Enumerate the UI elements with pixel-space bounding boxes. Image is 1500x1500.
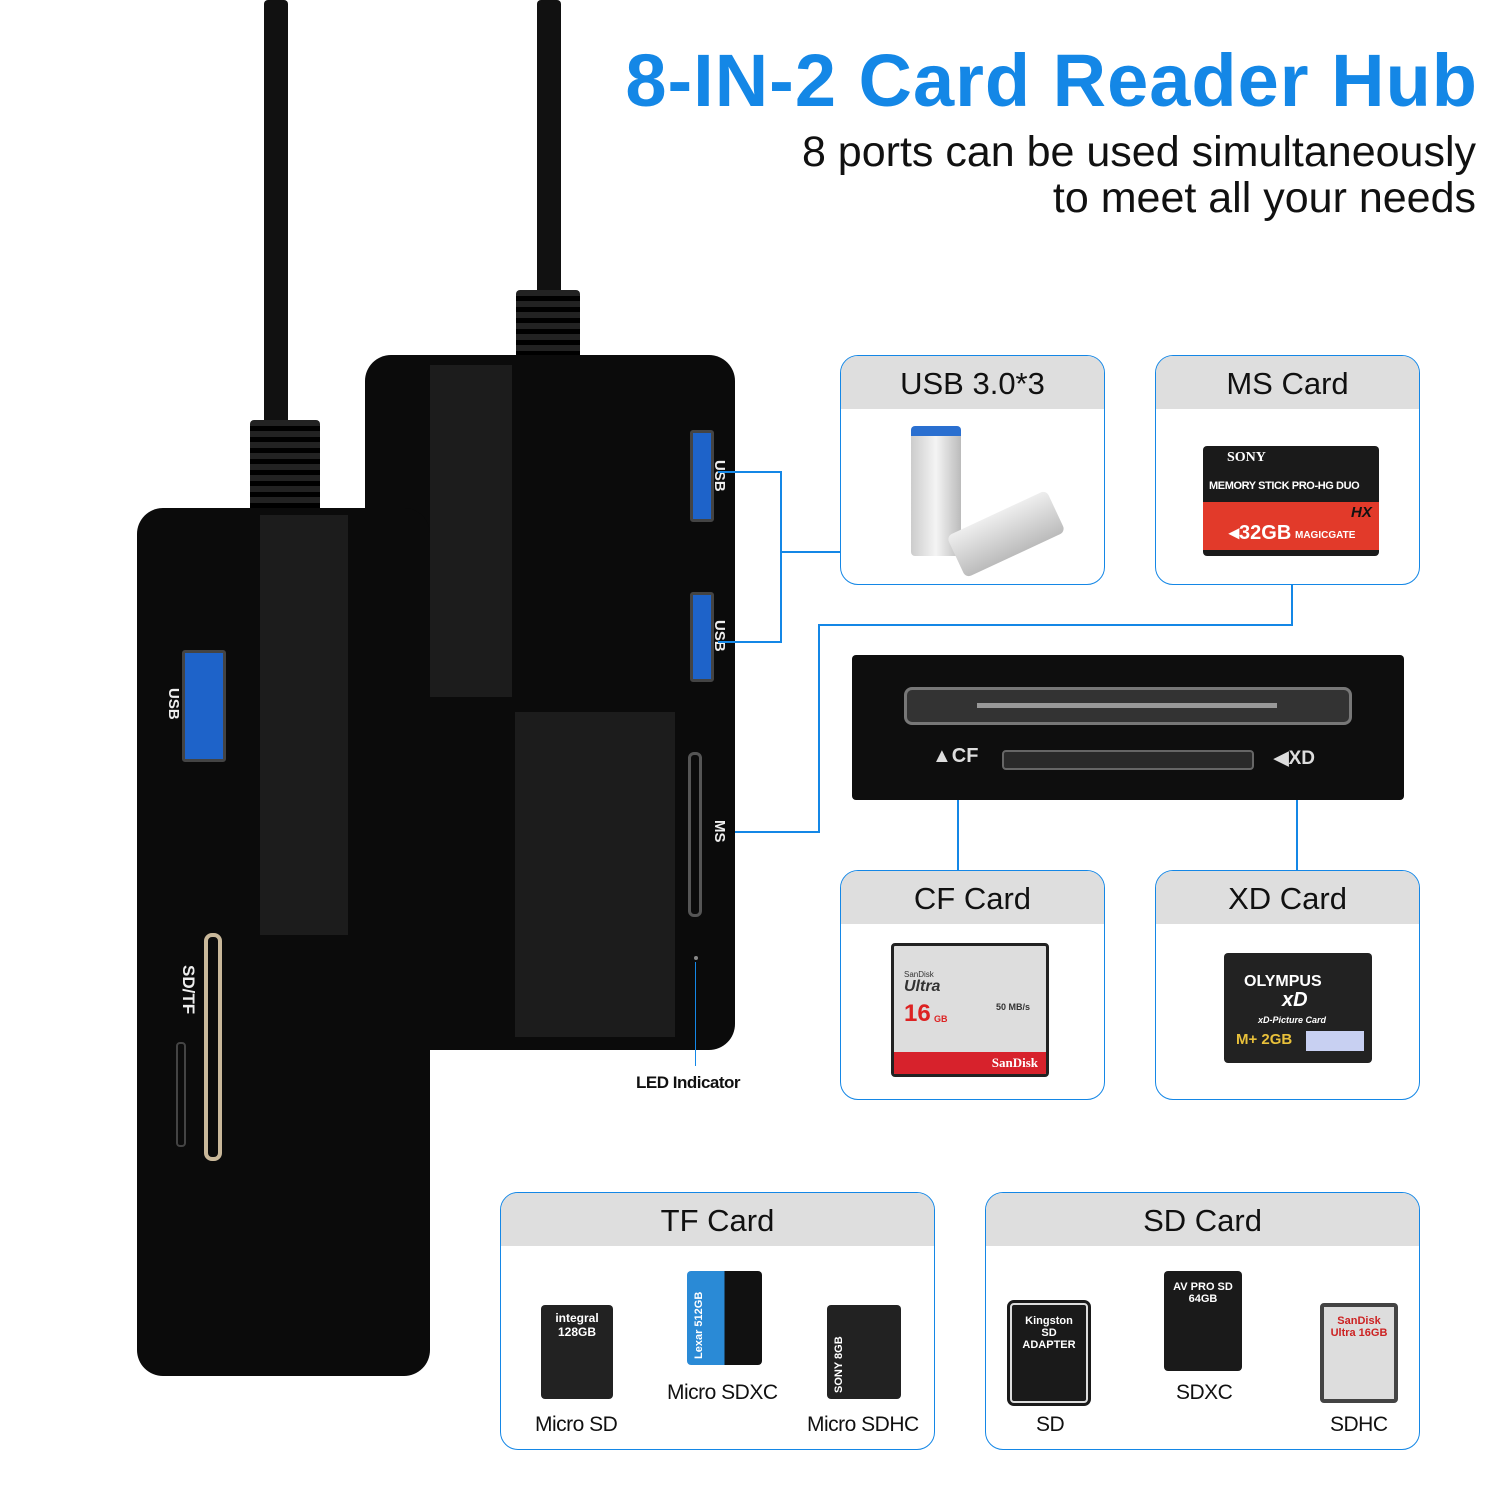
usb-port	[690, 430, 714, 522]
connector-line	[780, 551, 840, 553]
sdhc-label: SDHC	[1330, 1413, 1388, 1436]
xd-box: XD Card OLYMPUS xD xD-Picture Card M+ 2G…	[1155, 870, 1420, 1100]
sd-box: SD Card Kingston SD ADAPTER SD AV PRO SD…	[985, 1192, 1420, 1450]
connector-line	[735, 831, 820, 833]
connector-line	[957, 775, 959, 870]
body-shade	[515, 712, 675, 1037]
cf-slot-label: ▲CF	[932, 745, 979, 767]
ms-slot	[688, 752, 702, 917]
usb-port	[182, 650, 226, 762]
sdxc-label: SDXC	[1176, 1381, 1233, 1404]
card-text: xD	[1282, 989, 1308, 1011]
cf-slot-pins	[977, 703, 1277, 708]
usb-box-title: USB 3.0*3	[841, 356, 1104, 409]
card-text: SONY	[1227, 450, 1266, 465]
card-label-area	[1306, 1031, 1364, 1051]
tf-slot	[176, 1042, 186, 1147]
usb-port-label: USB	[711, 460, 728, 492]
sdhc-card-image: SanDisk Ultra 16GB	[1320, 1303, 1398, 1403]
connector-line	[1291, 585, 1293, 626]
micro-sdhc-label: Micro SDHC	[807, 1413, 919, 1436]
card-text: OLYMPUS	[1244, 973, 1322, 990]
ms-port-label: MS	[711, 820, 728, 843]
connector-line	[1296, 775, 1298, 870]
ms-box: MS Card SONY MEMORY STICK PRO-HG DUO HX …	[1155, 355, 1420, 585]
usb-box: USB 3.0*3	[840, 355, 1105, 585]
card-text: MEMORY STICK PRO-HG DUO	[1209, 480, 1360, 492]
ms-box-title: MS Card	[1156, 356, 1419, 409]
card-text: 16	[904, 1000, 931, 1027]
cable-strain-relief	[516, 290, 580, 365]
xd-slot-label: ◀XD	[1274, 748, 1316, 769]
xd-box-title: XD Card	[1156, 871, 1419, 924]
body-shade	[260, 515, 348, 935]
subtitle-line-2: to meet all your needs	[1052, 174, 1476, 222]
tf-box-title: TF Card	[501, 1193, 934, 1246]
cable-strain-relief	[250, 420, 320, 515]
memory-stick-card-image: SONY MEMORY STICK PRO-HG DUO HX ◂32GB MA…	[1203, 446, 1379, 556]
usb-c-adapter-image	[946, 489, 1066, 579]
card-text: xD-Picture Card	[1258, 1015, 1327, 1025]
micro-sd-label: Micro SD	[535, 1413, 618, 1436]
led-pointer-line	[695, 962, 696, 1066]
sd-card-image: Kingston SD ADAPTER	[1007, 1300, 1091, 1406]
cf-card-image: SanDisk Ultra 16 GB 50 MB/s SanDisk	[891, 943, 1049, 1077]
cf-box-title: CF Card	[841, 871, 1104, 924]
micro-sdhc-card-image: SONY 8GB	[827, 1305, 901, 1399]
xd-card-image: OLYMPUS xD xD-Picture Card M+ 2GB	[1224, 953, 1372, 1063]
connector-line	[718, 641, 782, 643]
subtitle-line-1: 8 ports can be used simultaneously	[801, 128, 1476, 176]
card-text: SanDisk	[894, 1052, 1046, 1074]
led-indicator-label: LED Indicator	[636, 1073, 741, 1092]
card-text: MAGICGATE	[1295, 530, 1356, 541]
cf-xd-reader-image: ▲CF ◀XD	[852, 655, 1404, 800]
led-indicator	[694, 956, 698, 960]
usb-port	[690, 592, 714, 682]
card-text: Ultra	[904, 978, 941, 995]
sdxc-card-image: AV PRO SD 64GB	[1164, 1271, 1242, 1371]
sd-slot	[204, 933, 222, 1161]
xd-slot	[1002, 750, 1254, 770]
card-red-band	[1203, 502, 1379, 550]
usb-port-label: USB	[165, 688, 182, 720]
cable	[537, 0, 561, 300]
sd-label: SD	[1036, 1413, 1065, 1436]
sd-tf-port-label: SD/TF	[179, 965, 198, 1015]
connector-line	[718, 471, 782, 473]
usb-port-label: USB	[711, 620, 728, 652]
sd-box-title: SD Card	[986, 1193, 1419, 1246]
micro-sd-card-image: integral 128GB	[541, 1305, 613, 1399]
card-text: M+ 2GB	[1236, 1031, 1293, 1048]
card-text: SanDisk	[904, 970, 934, 979]
connector-line	[818, 624, 820, 833]
micro-sdxc-card-image: Lexar 512GB	[687, 1271, 762, 1365]
page-title: 8-IN-2 Card Reader Hub	[625, 39, 1478, 122]
connector-line	[780, 471, 782, 643]
body-shade	[430, 365, 512, 697]
card-text: ◂32GB	[1229, 522, 1292, 544]
cable	[264, 0, 288, 430]
connector-line	[818, 624, 1293, 626]
card-text: GB	[934, 1014, 948, 1024]
tf-box: TF Card integral 128GB Micro SD Lexar 51…	[500, 1192, 935, 1450]
cf-box: CF Card SanDisk Ultra 16 GB 50 MB/s SanD…	[840, 870, 1105, 1100]
card-text: HX	[1351, 504, 1372, 521]
micro-sdxc-label: Micro SDXC	[667, 1381, 778, 1404]
card-text: 50 MB/s	[996, 1002, 1031, 1012]
